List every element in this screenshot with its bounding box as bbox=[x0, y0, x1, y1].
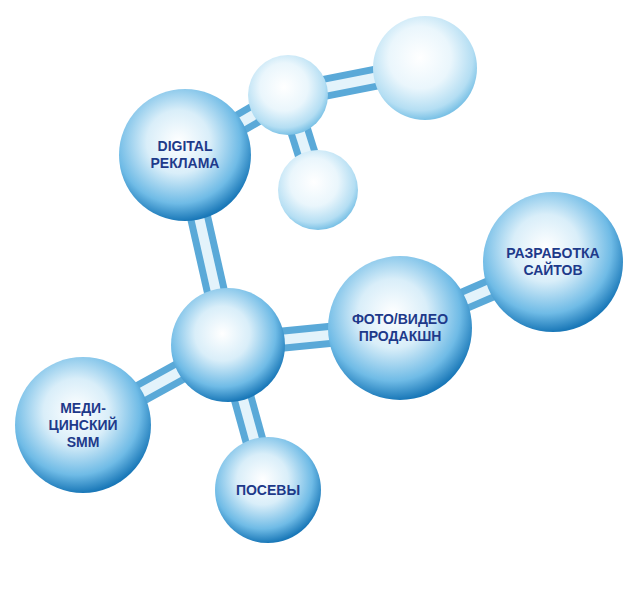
sphere-label: ПОСЕВЫ bbox=[223, 482, 313, 499]
sphere-node: ФОТО/ВИДЕО ПРОДАКШН bbox=[328, 256, 472, 400]
sphere-node: МЕДИ- ЦИНСКИЙ SMM bbox=[15, 357, 151, 493]
bond-connector bbox=[462, 288, 492, 301]
sphere-label: МЕДИ- ЦИНСКИЙ SMM bbox=[42, 400, 124, 450]
pale-sphere bbox=[278, 150, 358, 230]
pale-sphere bbox=[373, 16, 477, 120]
center-sphere bbox=[171, 288, 285, 402]
sphere-label: РАЗРАБОТКА САЙТОВ bbox=[495, 245, 611, 279]
sphere-node: РАЗРАБОТКА САЙТОВ bbox=[483, 192, 623, 332]
sphere-label: DIGITAL РЕКЛАМА bbox=[135, 138, 235, 172]
sphere-node: DIGITAL РЕКЛАМА bbox=[119, 89, 251, 221]
pale-sphere bbox=[248, 55, 328, 135]
sphere-node: ПОСЕВЫ bbox=[215, 437, 321, 543]
sphere-label: ФОТО/ВИДЕО ПРОДАКШН bbox=[341, 311, 459, 345]
